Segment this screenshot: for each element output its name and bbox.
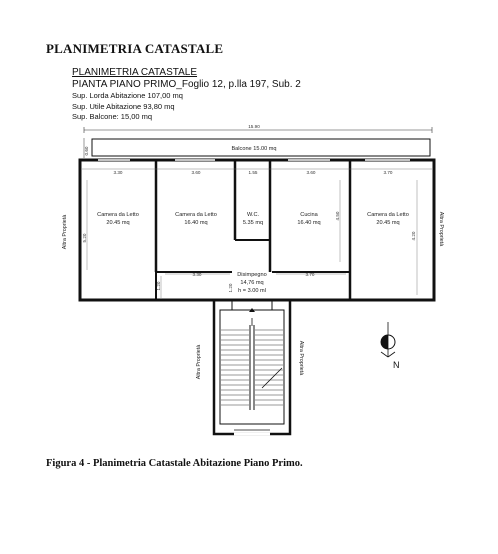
- altra-proprieta-stair-right: Altra Proprietà: [298, 341, 304, 375]
- plan-header-gross-area: Sup. Lorda Abitazione 107,00 mq: [72, 91, 183, 100]
- right-depth-label: 4.20: [411, 231, 416, 240]
- document-title: PLANIMETRIA CATASTALE: [46, 41, 224, 56]
- left-depth-label: 5.20: [82, 233, 87, 242]
- plan-header-net-area: Sup. Utile Abitazione 93,80 mq: [72, 101, 175, 111]
- room4-name: Cucina: [300, 212, 318, 218]
- room2-area: 16.40 mq: [184, 220, 207, 226]
- north-arrow-icon: N: [380, 322, 400, 370]
- room1-area: 20.45 mq: [106, 220, 129, 226]
- stairwell: [212, 298, 292, 436]
- room2-name: Camera da Letto: [175, 212, 217, 218]
- room1-width-label: 3.30: [114, 170, 123, 175]
- total-width-label: 15.90: [248, 124, 260, 129]
- hallway-area: 14,76 mq: [240, 280, 263, 286]
- room-width-dimensions: 3.30 3.60 1.55 3.60 3.70: [82, 168, 432, 175]
- room-labels: Camera da Letto 20.45 mq Camera da Letto…: [97, 212, 409, 226]
- room5-area: 20.45 mq: [376, 220, 399, 226]
- stair-small-depth-label: 1.20: [228, 283, 233, 292]
- hall-left-dim: 3.30: [193, 272, 202, 277]
- altra-proprieta-stair-left: Altra Proprietà: [196, 345, 202, 379]
- hallway: 3.30 3.70 Disimpegno 14,76 mq h = 3.00 m…: [165, 272, 346, 294]
- total-width-dimension: 15.90: [83, 124, 433, 133]
- room5-name: Camera da Letto: [367, 212, 409, 218]
- figure-caption: Figura 4 - Planimetria Catastale Abitazi…: [46, 458, 303, 469]
- plan-header-title: PLANIMETRIA CATASTALE: [72, 67, 198, 78]
- room2-width-label: 3.60: [192, 170, 201, 175]
- room1-name: Camera da Letto: [97, 212, 139, 218]
- altra-proprieta-left: Altra Proprietà: [62, 215, 68, 249]
- plan-header-balcony-area: Sup. Balcone: 15,00 mq: [72, 112, 153, 121]
- hallway-name: Disimpegno: [237, 272, 267, 278]
- altra-proprieta-right: Altra Proprietà: [438, 212, 444, 246]
- depth-dimensions: 5.20 4.50 4.20 1.20 1.20: [82, 180, 418, 298]
- plan-header: PLANIMETRIA CATASTALE PIANTA PIANO PRIMO…: [72, 67, 301, 123]
- room5-width-label: 3.70: [384, 170, 393, 175]
- apartment-walls: [78, 158, 436, 302]
- room4-depth-label: 4.50: [335, 211, 340, 220]
- room3-width-label: 1.55: [249, 170, 258, 175]
- hallway-height: h = 3.00 ml: [238, 288, 266, 294]
- room4-area: 16.40 mq: [297, 220, 320, 226]
- north-label: N: [393, 360, 400, 370]
- small-depth-label: 1.20: [156, 281, 161, 290]
- balcony-depth-label: 0.60: [84, 146, 89, 155]
- room4-width-label: 3.60: [307, 170, 316, 175]
- room3-area: 5.35 mq: [243, 220, 263, 226]
- balcony: 0.60 Balcone 15.00 mq: [83, 138, 431, 158]
- plan-header-floor: PIANTA PIANO PRIMO_Foglio 12, p.lla 197,…: [72, 79, 301, 90]
- balcony-label: Balcone 15.00 mq: [231, 146, 276, 152]
- hall-right-dim: 3.70: [306, 272, 315, 277]
- room3-name: W.C.: [247, 212, 260, 218]
